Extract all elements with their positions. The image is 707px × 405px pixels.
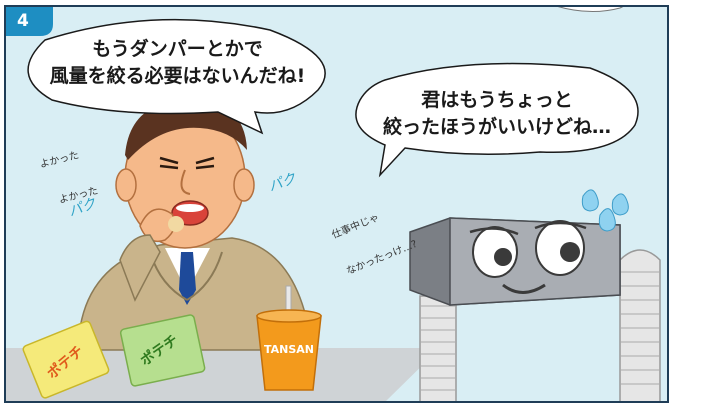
man-murmur-line-1: よかった bbox=[38, 150, 81, 171]
panel-number-badge bbox=[5, 6, 53, 36]
robot-speech-line-2: 絞ったほうがいいけどね… bbox=[382, 116, 611, 138]
panel-number: 4 bbox=[17, 11, 29, 31]
corner-decoration bbox=[555, 5, 625, 13]
man-speech-line-2: 風量を絞る必要はないんだね! bbox=[49, 65, 306, 87]
man-figure bbox=[77, 100, 313, 351]
man-speech-bubble bbox=[27, 18, 326, 135]
table-surface bbox=[5, 348, 440, 402]
panel-frame bbox=[4, 5, 669, 403]
man-speech-line-1: もうダンパーとかで bbox=[92, 38, 263, 60]
robot-speech-line-1: 君はもうちょっと bbox=[421, 89, 573, 111]
soda-cup bbox=[256, 285, 322, 391]
robot-speech-text: 君はもうちょっと 絞ったほうがいいけどね… bbox=[372, 87, 622, 141]
robot-figure bbox=[409, 189, 661, 403]
chip-bag-yellow bbox=[22, 320, 110, 399]
chip-bag-green bbox=[119, 314, 206, 387]
robot-murmur-line-2: なかったっけ…? bbox=[344, 238, 419, 278]
robot-speech-bubble bbox=[355, 62, 639, 178]
cup-label: TANSAN bbox=[263, 343, 314, 356]
man-speech-text: もうダンパーとかで 風量を絞る必要はないんだね! bbox=[45, 36, 310, 90]
robot-murmur-line-1: 仕事中じゃ bbox=[330, 212, 381, 242]
